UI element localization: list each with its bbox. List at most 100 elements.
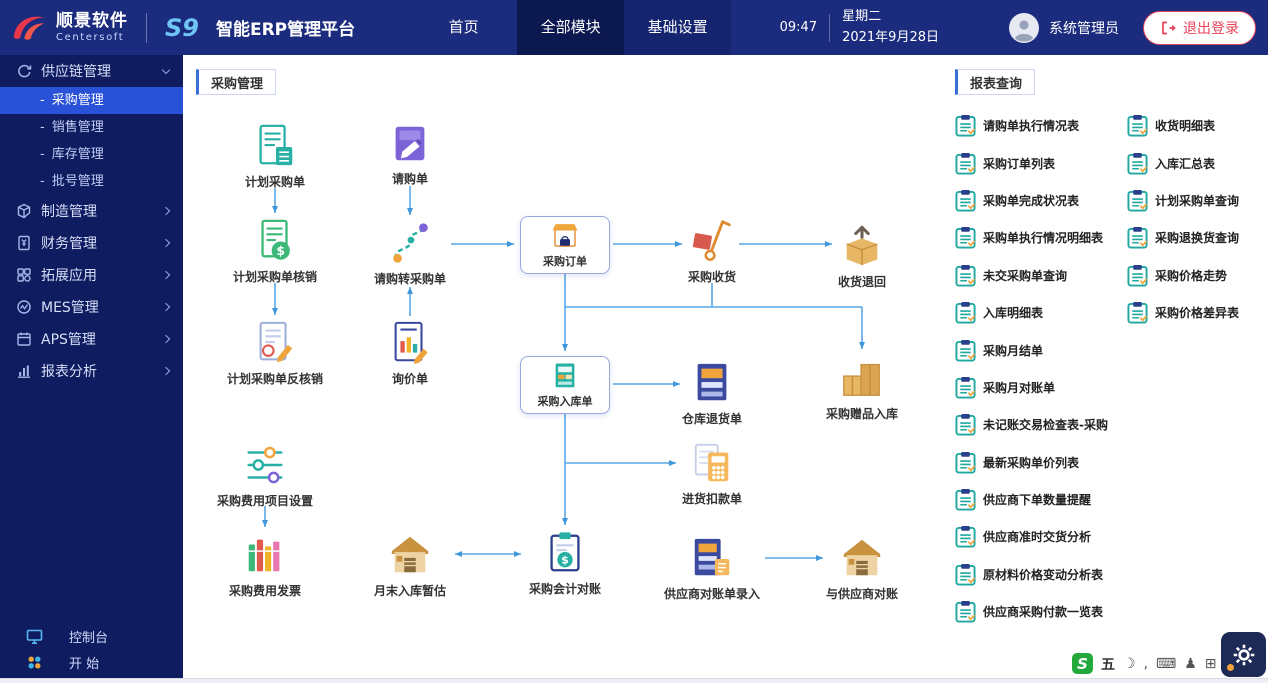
sidebar-group-finance[interactable]: 财务管理 bbox=[0, 227, 183, 259]
report-item[interactable]: 原材料价格变动分析表 bbox=[955, 556, 1127, 593]
chevron-down-icon bbox=[161, 65, 171, 74]
flow-node-purchase-deduction[interactable]: 进货扣款单 bbox=[657, 440, 767, 507]
nav-home[interactable]: 首页 bbox=[448, 18, 479, 36]
flow-node-warehouse-return[interactable]: 仓库退货单 bbox=[657, 360, 767, 427]
flow-node-purchase-order[interactable]: 采购订单 bbox=[520, 216, 610, 274]
flow-node-receiving-return[interactable]: 收货退回 bbox=[807, 223, 917, 290]
report-item[interactable]: 计划采购单查询 bbox=[1127, 182, 1267, 219]
report-item[interactable]: 采购退换货查询 bbox=[1127, 219, 1267, 256]
reports-column-2: 收货明细表 入库汇总表 计划采购单查询 采购退换货查询 采购价格走势 采购价格差… bbox=[1127, 107, 1267, 630]
finance-icon bbox=[16, 235, 32, 251]
sidebar-item-batch-management[interactable]: 批号管理 bbox=[0, 168, 183, 195]
report-icon bbox=[955, 488, 976, 511]
report-item[interactable]: 采购单执行情况明细表 bbox=[955, 219, 1127, 256]
flow-node-purchase-receiving[interactable]: 采购收货 bbox=[657, 218, 767, 285]
purchase-flowchart: 计划采购单 请购单 计划采购单核销 请购转采购单 采购订单 采购收货 bbox=[183, 100, 953, 683]
moon-icon[interactable]: ☽ bbox=[1123, 655, 1136, 672]
flow-node-inquiry-sheet[interactable]: 询价单 bbox=[355, 320, 465, 387]
report-item[interactable]: 采购订单列表 bbox=[955, 144, 1127, 181]
sidebar-group-report-analysis[interactable]: 报表分析 bbox=[0, 355, 183, 387]
flow-node-supplier-statement-entry[interactable]: 供应商对账单录入 bbox=[657, 535, 767, 602]
report-item[interactable]: 收货明细表 bbox=[1127, 107, 1267, 144]
sliders-icon bbox=[242, 442, 288, 488]
nav-all-modules[interactable]: 全部模块 bbox=[517, 0, 625, 55]
report-item[interactable]: 最新采购单价列表 bbox=[955, 444, 1127, 481]
report-item[interactable]: 供应商下单数量提醒 bbox=[955, 481, 1127, 518]
flow-node-purchase-requisition[interactable]: 请购单 bbox=[355, 120, 465, 187]
console-button[interactable]: 控制台 bbox=[0, 623, 183, 649]
start-icon bbox=[26, 654, 43, 671]
chevron-right-icon bbox=[161, 334, 171, 344]
report-icon bbox=[955, 264, 976, 287]
report-icon bbox=[1127, 152, 1148, 175]
warehouse-icon bbox=[839, 535, 885, 581]
flow-node-planned-po-reverse-writeoff[interactable]: 计划采购单反核销 bbox=[220, 320, 330, 387]
report-icon bbox=[1127, 226, 1148, 249]
sidebar-item-sales-management[interactable]: 销售管理 bbox=[0, 114, 183, 141]
start-button[interactable]: 开 始 bbox=[0, 649, 183, 675]
notification-dot bbox=[1227, 664, 1234, 671]
clock-time: 09:47 bbox=[779, 20, 818, 35]
user-icon[interactable]: ♟ bbox=[1184, 655, 1197, 672]
settings-gear-button[interactable] bbox=[1221, 632, 1266, 677]
report-item[interactable]: 采购月结单 bbox=[955, 331, 1127, 368]
sidebar: 供应链管理 采购管理 销售管理 库存管理 批号管理 制造管理 财务管理 拓展应用… bbox=[0, 55, 183, 683]
sogou-ime-icon[interactable]: S bbox=[1072, 653, 1093, 674]
top-nav: 首页 全部模块 基础设置 bbox=[410, 0, 732, 55]
flow-node-purchase-expense-invoice[interactable]: 采购费用发票 bbox=[210, 532, 320, 599]
grid-icon[interactable]: ⊞ bbox=[1204, 655, 1217, 672]
sidebar-group-extensions[interactable]: 拓展应用 bbox=[0, 259, 183, 291]
flow-node-purchase-accounting-reconciliation[interactable]: 采购会计对账 bbox=[510, 530, 620, 597]
product-logo: S9 bbox=[165, 13, 199, 42]
logout-button[interactable]: 退出登录 bbox=[1143, 10, 1256, 45]
chevron-right-icon bbox=[161, 270, 171, 280]
flow-node-purchase-inbound[interactable]: 采购入库单 bbox=[520, 356, 610, 414]
report-analysis-icon bbox=[16, 363, 32, 379]
report-item[interactable]: 未交采购单查询 bbox=[955, 257, 1127, 294]
sidebar-group-aps[interactable]: APS管理 bbox=[0, 323, 183, 355]
page-title: 采购管理 bbox=[211, 76, 264, 92]
keyboard-icon[interactable]: ⌨ bbox=[1156, 655, 1177, 672]
report-item[interactable]: 采购月对账单 bbox=[955, 369, 1127, 406]
report-item[interactable]: 供应商采购付款一览表 bbox=[955, 593, 1127, 630]
report-icon bbox=[955, 451, 976, 474]
report-item[interactable]: 采购价格差异表 bbox=[1127, 294, 1267, 331]
ime-mode-wubi[interactable]: 五 bbox=[1101, 656, 1115, 673]
nav-basic-settings[interactable]: 基础设置 bbox=[624, 0, 732, 55]
report-item[interactable]: 请购单执行情况表 bbox=[955, 107, 1127, 144]
report-item[interactable]: 未记账交易检查表-采购 bbox=[955, 406, 1127, 443]
report-item[interactable]: 供应商准时交货分析 bbox=[955, 518, 1127, 555]
navy-cabinet-icon bbox=[689, 360, 735, 406]
report-icon bbox=[955, 339, 976, 362]
report-item[interactable]: 采购单完成状况表 bbox=[955, 182, 1127, 219]
user-area: 系统管理员 退出登录 bbox=[1009, 10, 1256, 45]
flow-node-purchase-gift-inbound[interactable]: 采购赠品入库 bbox=[807, 355, 917, 422]
sidebar-group-mes[interactable]: MES管理 bbox=[0, 291, 183, 323]
clock-weekday: 星期二 bbox=[842, 9, 882, 25]
clock-date: 2021年9月28日 bbox=[842, 29, 939, 45]
report-item[interactable]: 入库明细表 bbox=[955, 294, 1127, 331]
report-item[interactable]: 入库汇总表 bbox=[1127, 144, 1267, 181]
user-avatar-icon[interactable] bbox=[1009, 13, 1039, 43]
report-icon bbox=[955, 413, 976, 436]
sidebar-group-supply-chain[interactable]: 供应链管理 bbox=[0, 55, 183, 87]
inquiry-document-icon bbox=[387, 320, 433, 366]
chevron-right-icon bbox=[161, 206, 171, 216]
report-item[interactable]: 采购价格走势 bbox=[1127, 257, 1267, 294]
report-icon bbox=[955, 152, 976, 175]
report-icon bbox=[955, 525, 976, 548]
money-document-icon bbox=[252, 218, 298, 264]
flow-node-purchase-expense-item-settings[interactable]: 采购费用项目设置 bbox=[210, 442, 320, 509]
brand-text: 顺景软件 Centersoft bbox=[56, 12, 128, 43]
flow-node-planned-purchase-order[interactable]: 计划采购单 bbox=[220, 123, 330, 190]
sidebar-item-inventory-management[interactable]: 库存管理 bbox=[0, 141, 183, 168]
extensions-icon bbox=[16, 267, 32, 283]
receipt-calculator-icon bbox=[252, 123, 298, 169]
sidebar-item-purchase-management[interactable]: 采购管理 bbox=[0, 87, 183, 114]
flow-node-planned-po-writeoff[interactable]: 计划采购单核销 bbox=[220, 218, 330, 285]
sidebar-group-manufacturing[interactable]: 制造管理 bbox=[0, 195, 183, 227]
flow-node-supplier-reconciliation[interactable]: 与供应商对账 bbox=[807, 535, 917, 602]
flow-node-month-end-inbound-estimate[interactable]: 月末入库暂估 bbox=[355, 532, 465, 599]
punctuation-icon[interactable]: , bbox=[1143, 655, 1149, 672]
flow-node-requisition-to-po[interactable]: 请购转采购单 bbox=[355, 220, 465, 287]
